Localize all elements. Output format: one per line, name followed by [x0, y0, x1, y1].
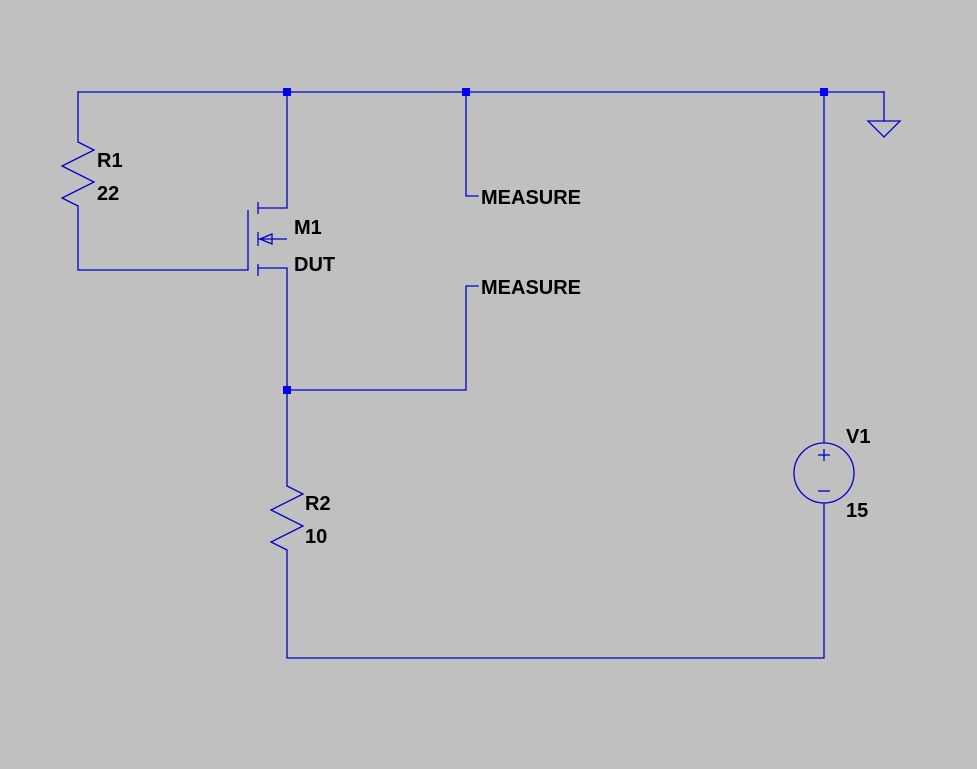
wire-return[interactable]	[286, 502, 825, 659]
junction-dot	[283, 386, 291, 394]
measure-label-top: MEASURE	[481, 187, 581, 209]
m1-value-label: DUT	[294, 254, 335, 276]
junction-dot	[462, 88, 470, 96]
wire-measure-top[interactable]	[465, 91, 479, 197]
wire-measure-bottom[interactable]	[286, 285, 479, 391]
r1-ref-label: R1	[97, 150, 123, 172]
junction-dot	[283, 88, 291, 96]
r2-ref-label: R2	[305, 493, 331, 515]
m1-ref-label: M1	[294, 217, 322, 239]
v1-value-label: 15	[846, 500, 868, 522]
r1-value-label: 22	[97, 183, 119, 205]
measure-label-bottom: MEASURE	[481, 277, 581, 299]
r2-value-label: 10	[305, 526, 327, 548]
wire-m1-drain[interactable]	[257, 91, 288, 209]
resistor-r1[interactable]	[60, 141, 96, 207]
wire-r1-bottom[interactable]	[77, 205, 249, 271]
voltage-source-v1[interactable]	[793, 442, 855, 504]
mosfet-m1[interactable]	[247, 202, 287, 276]
junction-dot	[820, 88, 828, 96]
resistor-r2[interactable]	[269, 485, 305, 551]
v1-ref-label: V1	[846, 426, 870, 448]
ground-icon[interactable]	[866, 120, 902, 138]
wire-m1-source[interactable]	[257, 267, 288, 487]
